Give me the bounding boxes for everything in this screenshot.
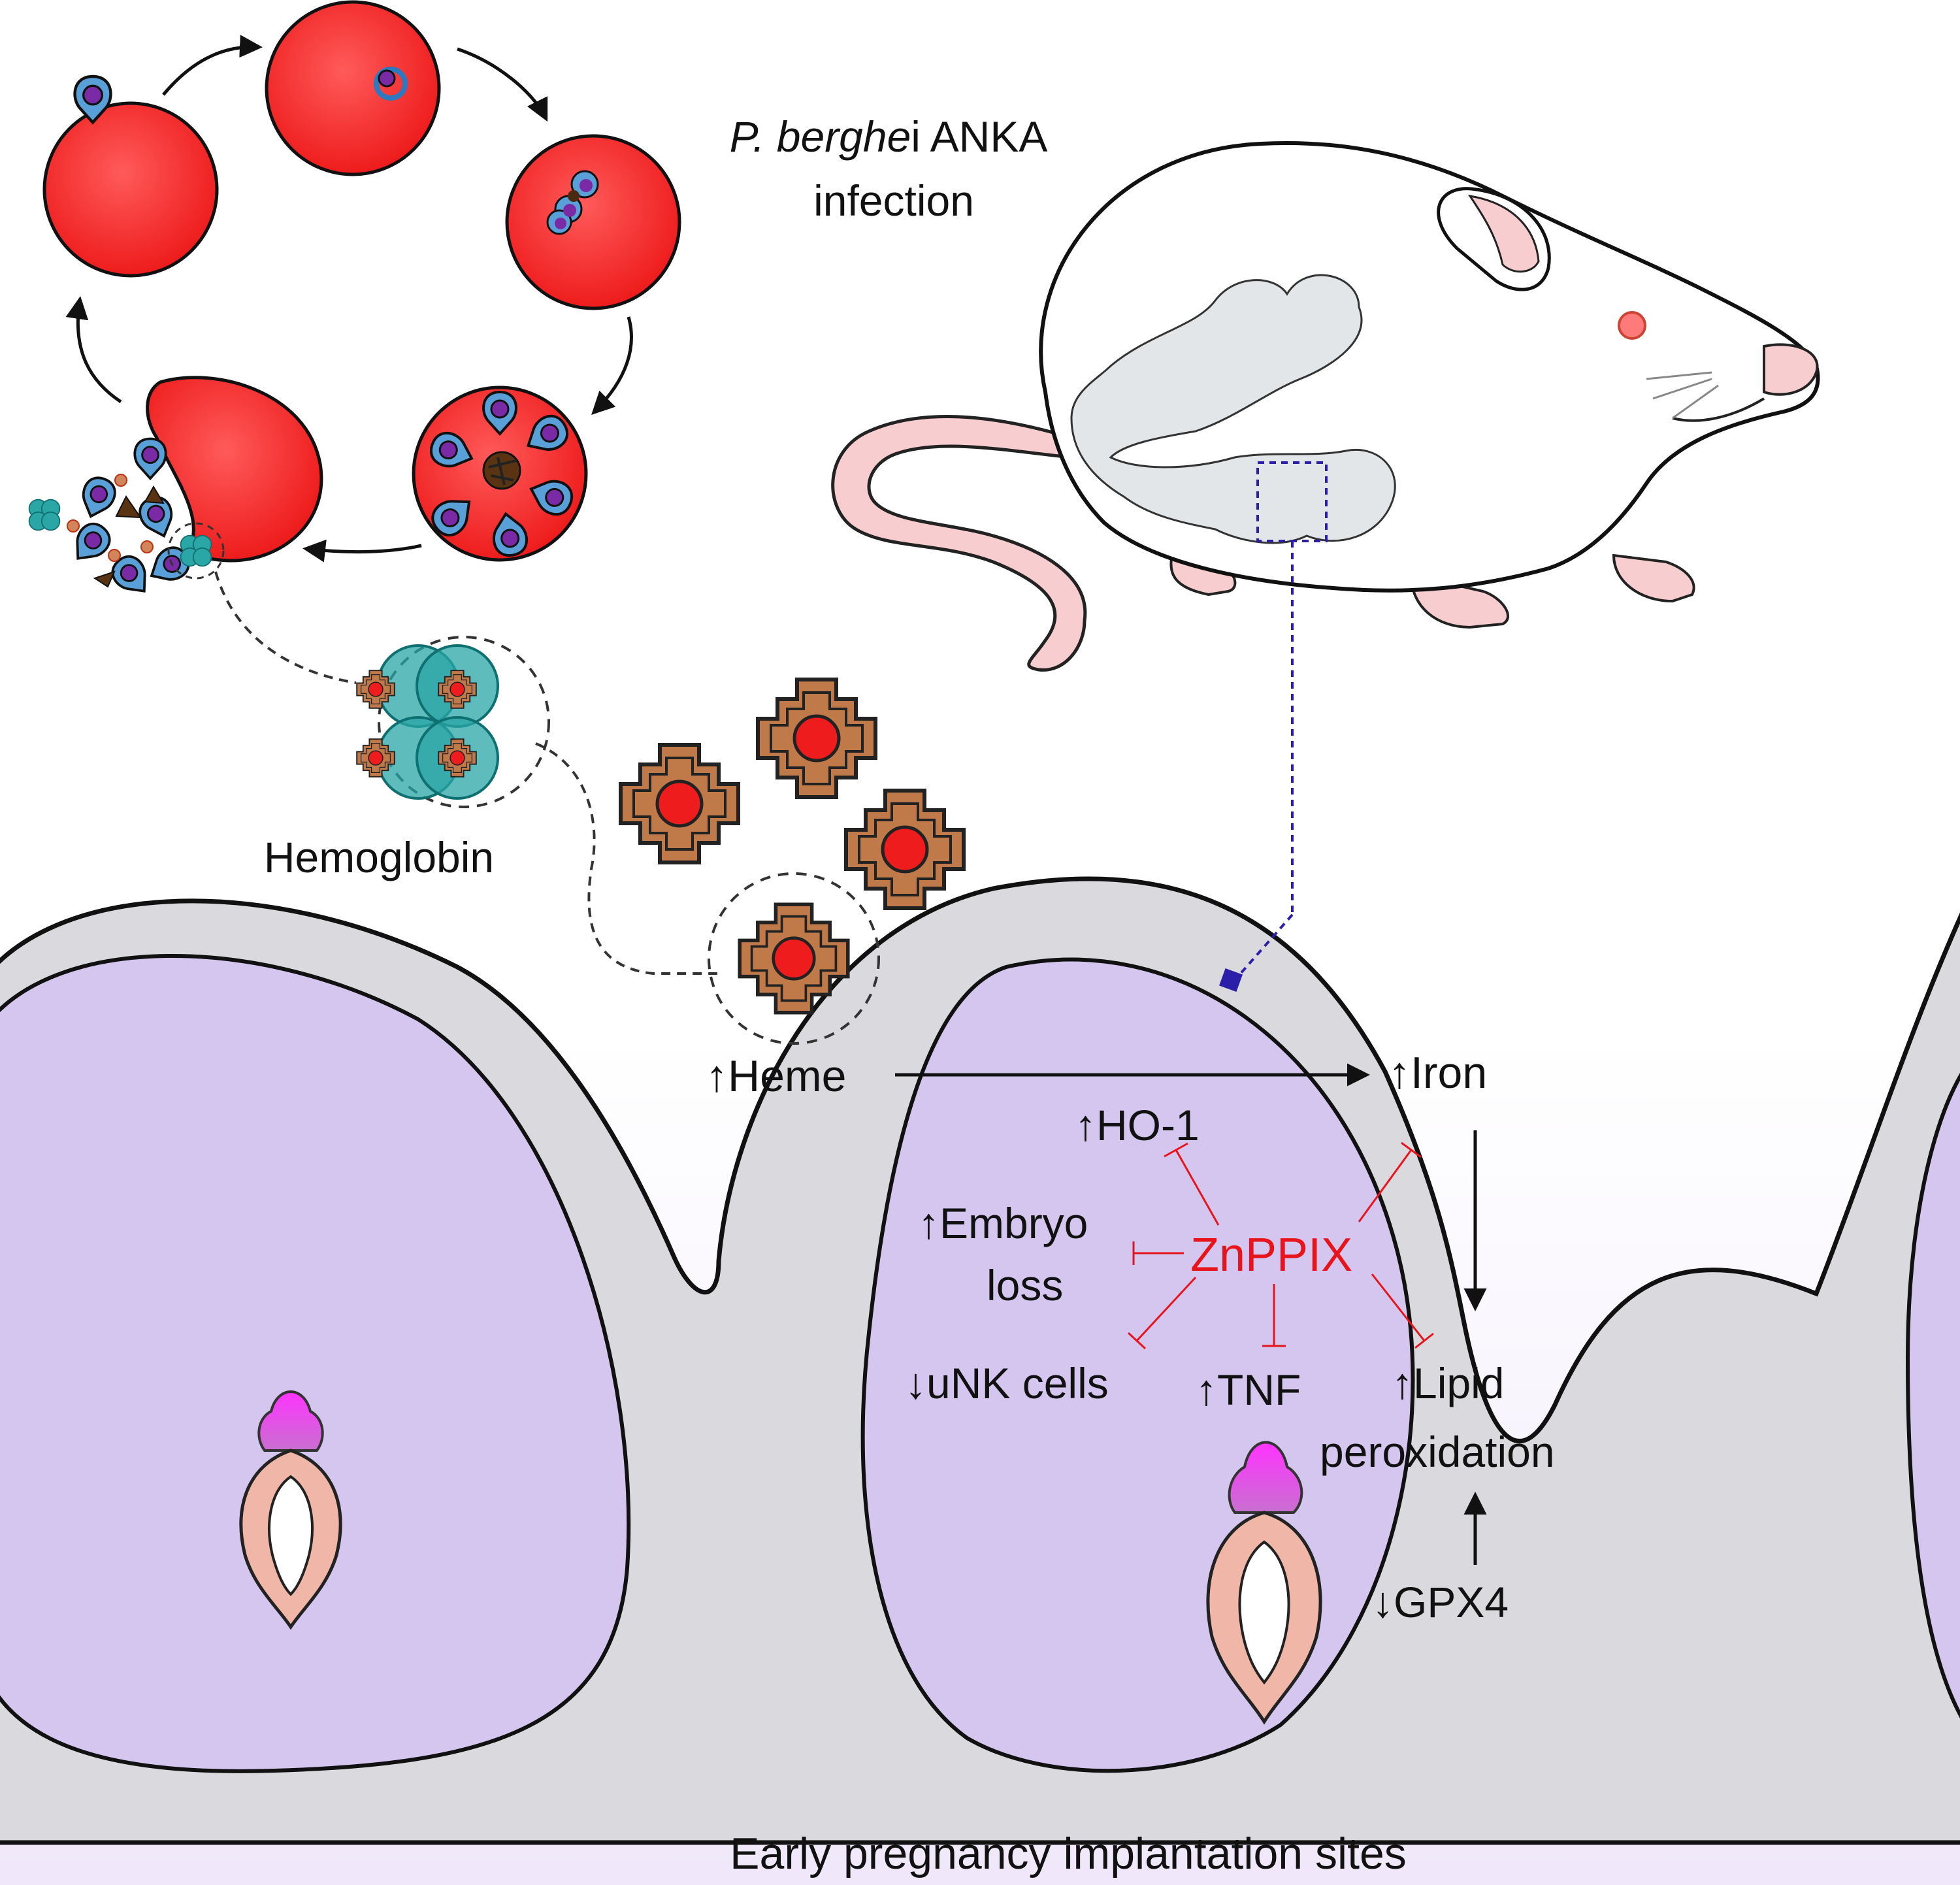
ruptured-red-blood-cell-icon	[146, 376, 323, 563]
caption: Early pregnancy implantation sites	[730, 1829, 1407, 1878]
ho1-label: ↑HO-1	[1075, 1101, 1200, 1149]
parasite-life-cycle	[28, 0, 681, 602]
embryo-icon	[239, 1390, 342, 1630]
heme-molecule-icon	[621, 680, 964, 1045]
lipid-label-line2: peroxidation	[1320, 1428, 1555, 1476]
hemoglobin-tetramer-icon	[28, 499, 61, 531]
embryo-loss-label-line2: loss	[987, 1261, 1063, 1309]
hemoglobin-label: Hemoglobin	[264, 833, 494, 881]
znppix-label: ZnPPIX	[1190, 1229, 1352, 1281]
mouse-icon	[831, 140, 1820, 992]
infection-label-line2: infection	[813, 176, 974, 225]
embryo-icon	[1206, 1441, 1322, 1725]
gpx4-label: ↓GPX4	[1372, 1578, 1509, 1626]
red-blood-cell-icon	[505, 134, 681, 310]
heme-label: ↑Heme	[706, 1051, 846, 1101]
lipid-label-line1: ↑Lipid	[1392, 1359, 1504, 1407]
iron-label: ↑Iron	[1388, 1048, 1487, 1098]
infection-label-line1: P. berghei ANKA	[730, 112, 1048, 161]
red-blood-cell-icon	[42, 101, 219, 278]
red-blood-cell-icon	[265, 0, 441, 176]
embryo-loss-label-line1: ↑Embryo	[918, 1199, 1088, 1247]
inhibition-arrow-icon	[1127, 1141, 1434, 1350]
tnf-label: ↑TNF	[1196, 1366, 1301, 1414]
hemoglobin-tetramer-icon	[356, 636, 550, 808]
uterus-icon	[0, 876, 1960, 1845]
unk-cells-label: ↓uNK cells	[905, 1359, 1109, 1407]
